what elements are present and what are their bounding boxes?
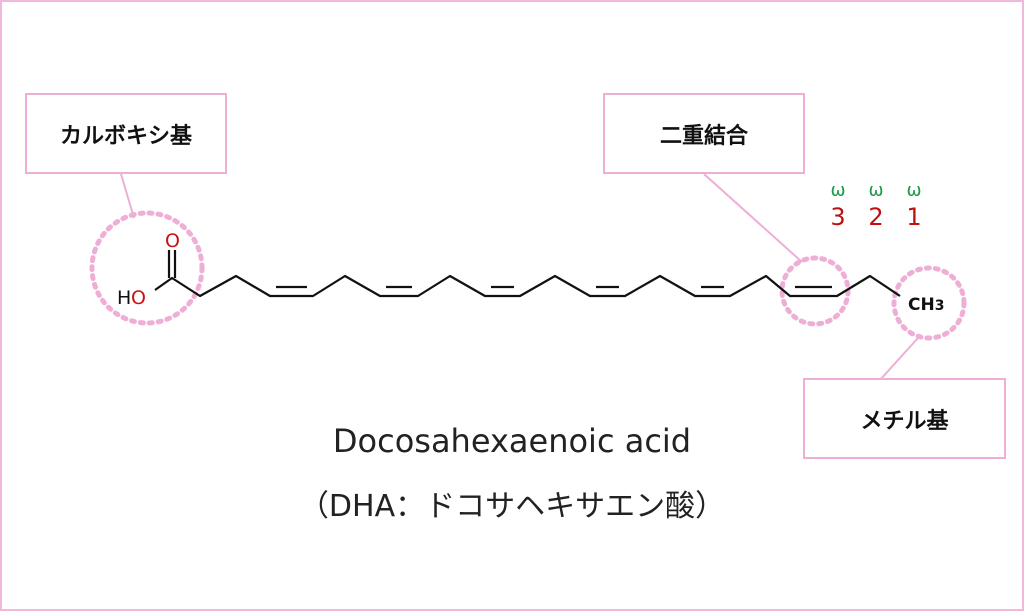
carboxyl-highlight-circle [89, 210, 205, 326]
compound-subtitle: （DHA：ドコサヘキサエン酸） [298, 489, 726, 524]
omega-symbol-2: ω [868, 180, 883, 201]
carboxyl-group-label: カルボキシ基 [59, 123, 192, 149]
connector-carboxyl [120, 173, 135, 219]
connector-double-bond [703, 173, 803, 263]
omega-symbol-1: ω [906, 180, 921, 201]
methyl-group-label: CH3 [908, 295, 944, 315]
double-bond-highlight-circle [779, 255, 851, 327]
compound-name: Docosahexaenoic acid [332, 422, 692, 460]
double-bond-label: 二重結合 [659, 123, 748, 149]
carbonyl-oxygen: O [165, 230, 180, 252]
carbonyl-bond [167, 250, 177, 278]
omega-symbol-3: ω [830, 180, 845, 201]
methyl-highlight-circle [891, 265, 967, 341]
hydroxyl-hydrogen: H [117, 287, 131, 309]
double-bond-callout: 二重結合 [603, 93, 805, 174]
hydroxyl-oxygen: O [131, 287, 146, 309]
carbon-chain [154, 274, 901, 298]
omega-number-3: 3 [830, 203, 845, 231]
methyl-group-callout-label: メチル基 [860, 408, 949, 434]
omega-number-2: 2 [868, 203, 883, 231]
methyl-group-callout: メチル基 [803, 378, 1006, 459]
connector-methyl [879, 337, 919, 381]
omega-number-1: 1 [906, 203, 921, 231]
carboxyl-group-callout: カルボキシ基 [25, 93, 227, 174]
